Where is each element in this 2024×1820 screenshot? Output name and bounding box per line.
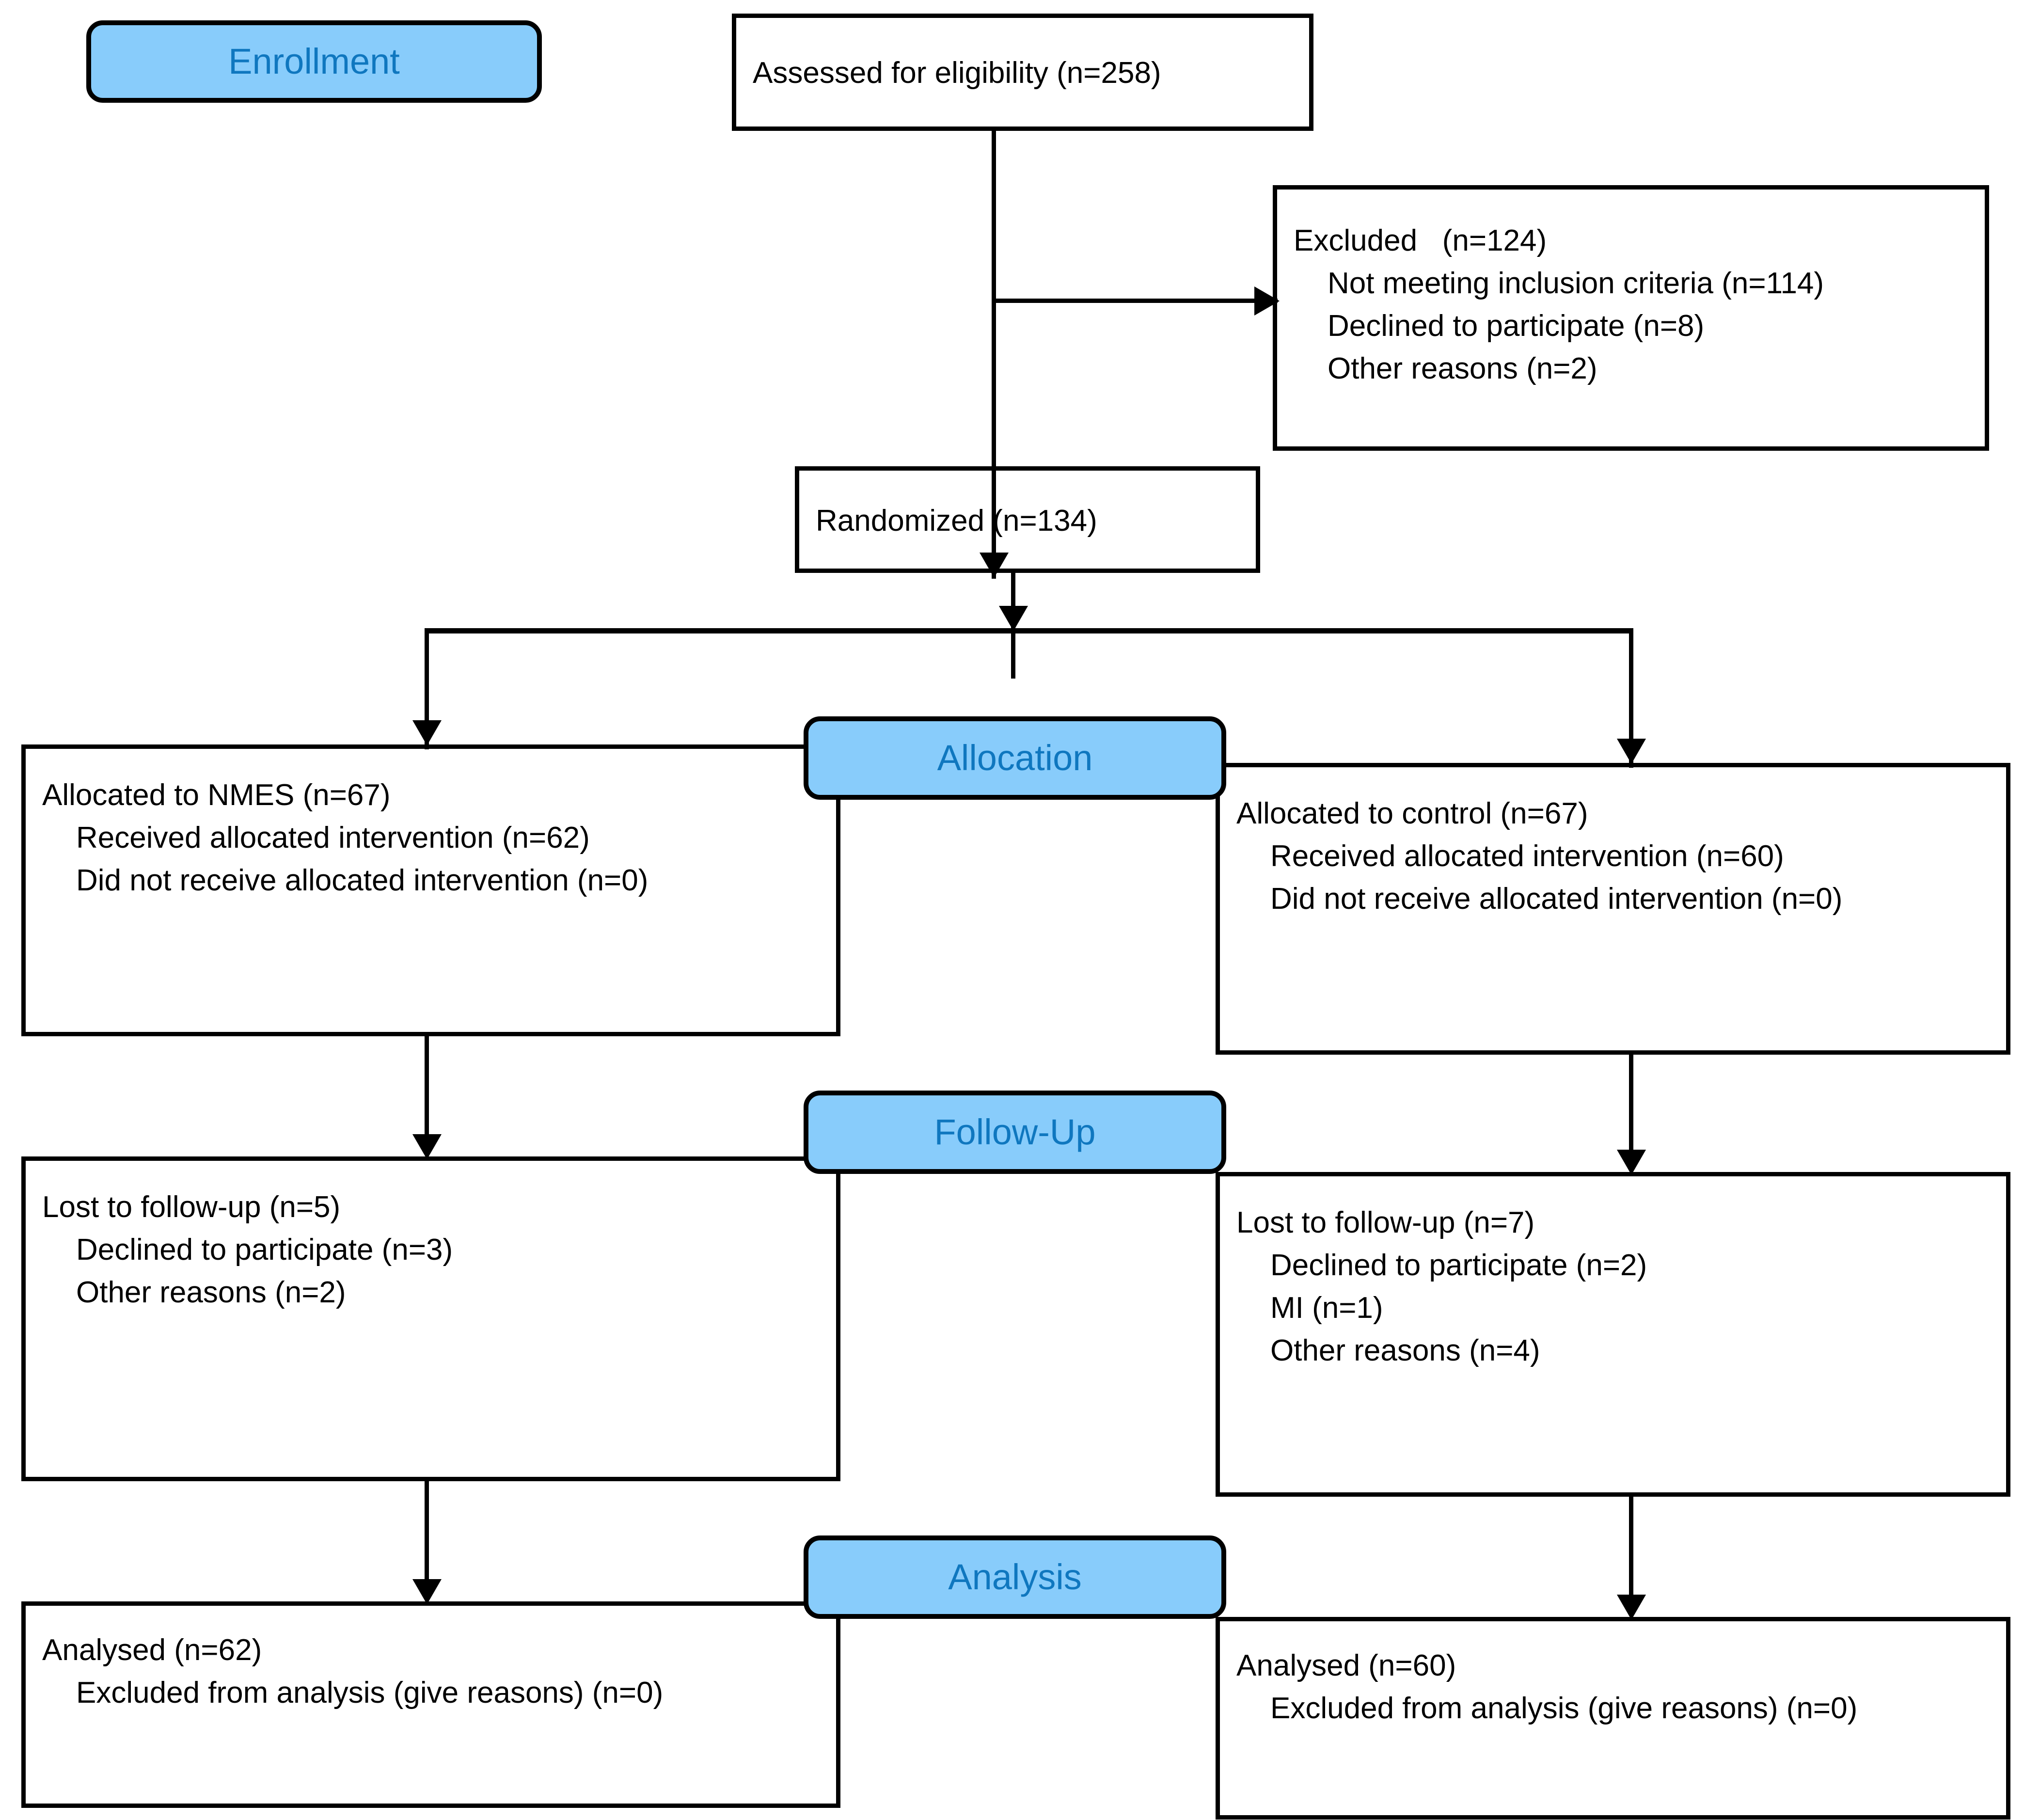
node-line: Declined to participate (n=2) (1270, 1249, 1647, 1282)
stage-badge-followup: Follow-Up (804, 1091, 1226, 1174)
stage-badge-followup-label: Follow-Up (934, 1112, 1096, 1152)
node-line: Excluded (n=124) (1294, 224, 1547, 257)
connector-excluded-branch (992, 299, 1278, 303)
node-allocated-nmes: Allocated to NMES (n=67) Received alloca… (21, 744, 840, 1036)
node-line: Lost to follow-up (n=5) (42, 1190, 341, 1224)
node-line: Other reasons (n=2) (76, 1276, 346, 1309)
node-assessed-for-eligibility: Assessed for eligibility (n=258) (732, 14, 1313, 131)
stage-badge-analysis: Analysis (804, 1535, 1226, 1619)
node-line: Randomized (n=134) (816, 504, 1097, 538)
node-line: MI (n=1) (1270, 1291, 1383, 1325)
connector-alloc-to-followup-left (425, 1032, 429, 1144)
node-line: Did not receive allocated intervention (… (1270, 882, 1843, 916)
node-line: Not meeting inclusion criteria (n=114) (1328, 267, 1824, 300)
stage-badge-allocation-label: Allocation (937, 738, 1093, 778)
node-line: Analysed (n=62) (42, 1633, 262, 1667)
stage-badge-enrollment: Enrollment (86, 20, 542, 103)
arrowhead-to-alloc-left (412, 720, 442, 745)
arrowhead-to-alloc-right (1617, 739, 1646, 764)
node-lost-to-followup-nmes: Lost to follow-up (n=5) Declined to part… (21, 1156, 840, 1481)
connector-split-bar (425, 628, 1633, 633)
node-analysed-control: Analysed (n=60) Excluded from analysis (… (1216, 1617, 2010, 1820)
connector-followup-to-analysis-right (1629, 1496, 1633, 1603)
node-line: Other reasons (n=4) (1270, 1334, 1540, 1367)
connector-alloc-to-followup-right (1629, 1051, 1633, 1158)
node-randomized: Randomized (n=134) (795, 466, 1260, 573)
connector-assessed-stem (992, 127, 996, 579)
node-line: Allocated to NMES (n=67) (42, 778, 391, 812)
node-analysed-nmes: Analysed (n=62) Excluded from analysis (… (21, 1601, 840, 1808)
node-line: Declined to participate (n=3) (76, 1233, 453, 1266)
stage-badge-allocation: Allocation (804, 716, 1226, 800)
arrowhead-to-randomized (980, 553, 1009, 578)
node-line: Excluded from analysis (give reasons) (n… (76, 1676, 664, 1709)
node-line: Assessed for eligibility (n=258) (753, 56, 1161, 90)
connector-split-left (425, 628, 429, 749)
node-allocated-control: Allocated to control (n=67) Received all… (1216, 763, 2010, 1055)
node-lost-to-followup-control: Lost to follow-up (n=7) Declined to part… (1216, 1172, 2010, 1497)
node-line: Did not receive allocated intervention (… (76, 864, 648, 897)
node-line: Received allocated intervention (n=62) (76, 821, 590, 855)
node-line: Excluded from analysis (give reasons) (n… (1270, 1692, 1858, 1725)
arrowhead-to-analysis-left (412, 1579, 442, 1604)
arrowhead-to-analysis-right (1617, 1595, 1646, 1620)
node-line: Other reasons (n=2) (1328, 352, 1597, 385)
node-line: Allocated to control (n=67) (1236, 797, 1588, 830)
arrowhead-to-excluded (1254, 286, 1280, 316)
node-line: Received allocated intervention (n=60) (1270, 839, 1784, 873)
stage-badge-analysis-label: Analysis (948, 1557, 1082, 1597)
connector-followup-to-analysis-left (425, 1477, 429, 1590)
node-line: Lost to follow-up (n=7) (1236, 1206, 1535, 1239)
arrowhead-to-followup-right (1617, 1150, 1646, 1175)
arrowhead-randomized-split (999, 606, 1028, 631)
node-line: Declined to participate (n=8) (1328, 309, 1705, 343)
stage-badge-enrollment-label: Enrollment (228, 41, 400, 81)
node-excluded: Excluded (n=124) Not meeting inclusion c… (1273, 185, 1989, 451)
node-line: Analysed (n=60) (1236, 1649, 1456, 1682)
arrowhead-to-followup-left (412, 1134, 442, 1159)
connector-split-right (1629, 628, 1633, 768)
